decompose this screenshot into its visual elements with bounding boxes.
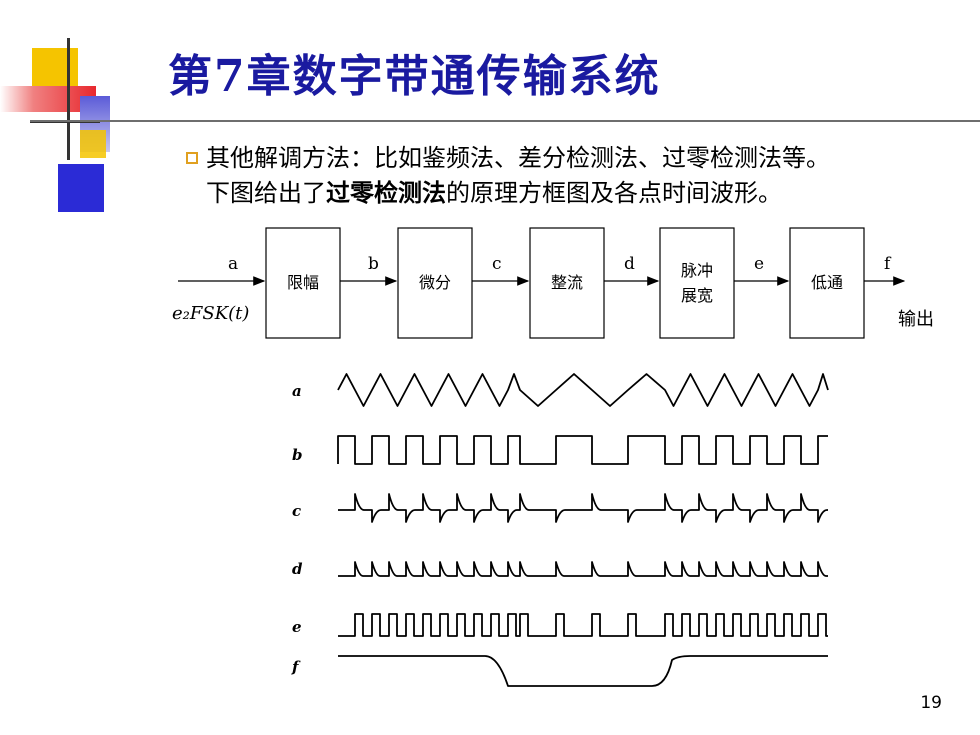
wave-label-b: b — [292, 446, 303, 464]
point-label-f: f — [884, 254, 892, 274]
block-differentiator — [397, 227, 473, 339]
point-label-d: d — [624, 254, 635, 274]
block-limiter-label: 限幅 — [287, 273, 319, 292]
block-differentiator-label: 微分 — [419, 273, 451, 292]
title-divider — [30, 120, 980, 122]
block-pulse-stretcher-label2: 展宽 — [681, 286, 713, 305]
deco-yellow-square-small — [80, 130, 106, 158]
bullet-text-prefix: 下图给出了 — [206, 179, 326, 207]
waveform-d — [338, 561, 828, 577]
wave-label-d: d — [292, 560, 303, 578]
wave-label-a: a — [292, 382, 302, 400]
wave-label-c: c — [292, 502, 301, 520]
bullet-text-line2: 下图给出了过零检测法的原理方框图及各点时间波形。 — [206, 173, 782, 208]
wave-label-e: e — [292, 618, 302, 636]
block-rectifier-label: 整流 — [551, 273, 583, 292]
bullet-text-line1: 其他解调方法：比如鉴频法、差分检测法、过零检测法等。 — [206, 144, 830, 172]
bullet-keyword: 过零检测法 — [326, 179, 446, 207]
bullet-square-icon — [186, 152, 198, 164]
block-diagram: a e₂FSK(t) 限幅 b 微分 c 整流 d 脉冲 展宽 e 低通 f 输… — [172, 227, 934, 339]
slide-title: 第7章数字带通传输系统 — [168, 51, 661, 102]
input-signal-label: e₂FSK(t) — [172, 303, 249, 324]
waveform-c — [338, 493, 828, 523]
block-limiter — [265, 227, 341, 339]
wave-label-f: f — [291, 658, 301, 676]
waveform-e — [338, 613, 828, 637]
bullet-text-suffix: 的原理方框图及各点时间波形。 — [446, 179, 782, 207]
page-number: 19 — [920, 693, 942, 713]
block-pulse-stretcher-label1: 脉冲 — [681, 261, 713, 280]
deco-blue-square — [58, 164, 104, 212]
block-rectifier — [529, 227, 605, 339]
deco-vertical-line — [67, 38, 70, 160]
point-label-e: e — [754, 254, 764, 274]
point-label-a: a — [228, 254, 238, 274]
point-label-c: c — [492, 254, 502, 274]
block-lowpass-label: 低通 — [811, 273, 843, 292]
point-label-b: b — [368, 254, 379, 274]
block-pulse-stretcher — [659, 227, 735, 339]
waveform-b — [337, 435, 828, 465]
waveform-figure: a b c d e f — [291, 373, 829, 687]
waveform-f — [338, 655, 828, 687]
block-lowpass — [789, 227, 865, 339]
waveform-a — [337, 373, 829, 407]
output-label: 输出 — [898, 309, 934, 330]
